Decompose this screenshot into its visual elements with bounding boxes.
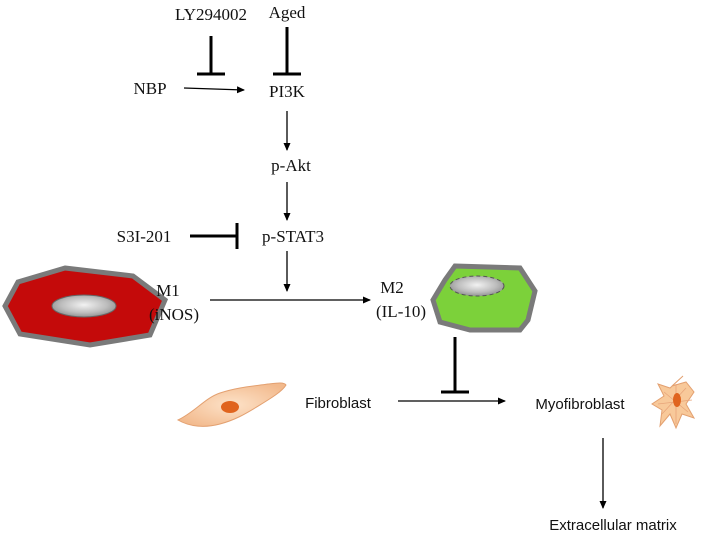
aged-label: Aged xyxy=(269,3,306,22)
m2-cell-body xyxy=(430,263,538,333)
extracellular-matrix-label: Extracellular matrix xyxy=(549,517,677,534)
m2-marker-label: (IL-10) xyxy=(376,302,426,321)
myofibroblast-label: Myofibroblast xyxy=(535,396,625,413)
p-akt-label: p-Akt xyxy=(271,156,311,175)
s3i-201-label: S3I-201 xyxy=(117,227,172,246)
nbp-label: NBP xyxy=(133,79,166,98)
m2-macrophage-cell xyxy=(430,263,538,333)
m1-label: M1 xyxy=(156,281,180,300)
pi3k-label: PI3K xyxy=(269,82,306,101)
nbp-to-pi3k-arrow xyxy=(183,86,245,94)
m1-macrophage-cell xyxy=(2,265,169,348)
ly294002-inhibits-pi3k xyxy=(197,36,225,76)
m2-inhibits-myofibroblast-transition xyxy=(441,337,469,394)
m1-marker-label: (iNOS) xyxy=(149,305,199,324)
myofibroblast-nucleus xyxy=(673,393,681,407)
s3i201-inhibits-pstat3 xyxy=(190,223,239,249)
fibroblast-label: Fibroblast xyxy=(305,395,372,412)
fibroblast-cell xyxy=(176,382,287,427)
m1-nucleus xyxy=(51,294,117,318)
ly294002-label: LY294002 xyxy=(175,5,247,24)
p-stat3-label: p-STAT3 xyxy=(262,227,324,246)
myofibroblast-cell xyxy=(651,375,696,430)
fibroblast-nucleus xyxy=(221,401,239,413)
aged-inhibits-pi3k xyxy=(273,27,301,76)
m2-label: M2 xyxy=(380,278,404,297)
m2-nucleus xyxy=(449,275,505,297)
